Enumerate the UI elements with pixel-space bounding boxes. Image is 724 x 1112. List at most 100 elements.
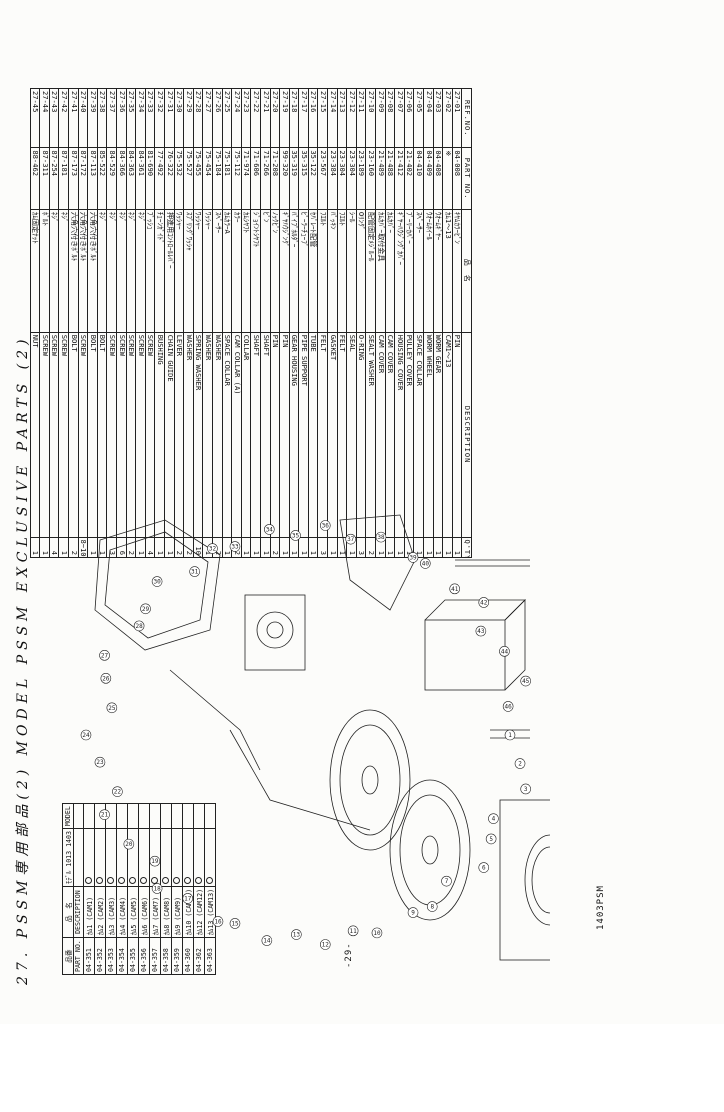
svg-text:44: 44 (501, 648, 509, 655)
svg-text:6: 6 (482, 865, 486, 872)
svg-text:18: 18 (153, 885, 161, 892)
svg-text:45: 45 (522, 678, 530, 685)
cell-ref: 27-31 (164, 88, 175, 148)
cell-part: 71-266 (260, 147, 271, 210)
cell-name: 六角穴付きﾎﾞﾙﾄ (87, 209, 98, 333)
cell-name: ｶﾑｼﾔﾌﾄ (241, 209, 251, 333)
cell-part: 84-361 (135, 147, 146, 210)
cell-description: SCREW (39, 332, 50, 537)
callout-5: 5 (485, 833, 497, 845)
cell-part: 75-532 (174, 147, 184, 210)
cell-ref: 27-10 (365, 88, 376, 148)
svg-text:25: 25 (108, 705, 116, 712)
variant-box-drawing (499, 799, 550, 961)
svg-text:30: 30 (153, 579, 161, 586)
cell-part: 75-112 (231, 147, 242, 210)
callout-14: 14 (261, 935, 273, 946)
pulley-small-drawing (389, 779, 471, 921)
svg-text:34: 34 (266, 526, 274, 533)
cell-ref: 27-11 (356, 88, 366, 148)
cell-name: ﾁｪｰﾝｶﾞｲﾄﾞ (154, 209, 165, 333)
cell-ref: 27-22 (250, 88, 261, 148)
cell-part: 75-181 (222, 147, 232, 210)
cell-part: 77-492 (154, 147, 165, 210)
svg-text:9: 9 (411, 910, 415, 917)
cell-name: ﾊﾟｯｷﾝ (327, 209, 338, 333)
cell-ref: 27-13 (337, 88, 347, 148)
pulley-cover-drawing (339, 514, 416, 611)
cell-part: 75-454 (202, 147, 213, 210)
callout-32: 32 (207, 543, 218, 554)
cell-part: 35-319 (289, 147, 299, 210)
callout-8: 8 (426, 901, 438, 912)
callout-31: 31 (189, 566, 200, 577)
svg-text:39: 39 (409, 554, 417, 561)
cell-name: ｼﾞｮｲﾝﾄｼﾔﾌﾄ (250, 209, 261, 333)
svg-text:19: 19 (151, 858, 159, 865)
cell-ref: 27-04 (423, 88, 434, 148)
svg-text:43: 43 (477, 628, 485, 635)
svg-text:10: 10 (373, 930, 381, 937)
cell-ref: 27-12 (346, 88, 357, 148)
svg-text:12: 12 (322, 942, 330, 949)
cell-name: ｽﾍﾟｰｻｰ (212, 209, 223, 333)
header-part: PART NO. (461, 147, 472, 210)
svg-text:46: 46 (505, 703, 513, 710)
cell-ref: 27-19 (279, 88, 290, 148)
cell-name: ﾜｯｼｬｰ (202, 209, 213, 333)
cell-part: 04-410 (413, 147, 424, 210)
cell-part: 23-189 (356, 147, 366, 210)
cam-cover-drawing (94, 519, 221, 651)
svg-text:22: 22 (114, 789, 122, 796)
svg-text:17: 17 (184, 895, 192, 902)
svg-text:5: 5 (489, 836, 493, 843)
parts-table-rotated: REF.NO. PART NO. 品 名 DESCRIPTION Q'TY 27… (0, 88, 472, 558)
cell-part: 21-412 (394, 147, 405, 210)
cell-part: 81-690 (145, 147, 155, 210)
cell-name: 六角穴付きﾎﾞﾙﾄ (78, 209, 88, 333)
cell-ref: 27-18 (289, 88, 299, 148)
svg-text:32: 32 (209, 546, 217, 553)
cell-part: 87-311 (39, 147, 50, 210)
page-number: -29- (344, 942, 354, 968)
cell-ref: 27-06 (404, 88, 414, 148)
callout-25: 25 (106, 702, 118, 714)
cell-ref: 27-45 (30, 88, 40, 148)
callout-21: 21 (99, 809, 110, 820)
callout-45: 45 (520, 675, 531, 687)
svg-text:21: 21 (101, 812, 109, 819)
callout-4: 4 (488, 813, 499, 824)
callout-13: 13 (291, 929, 302, 940)
cell-ref: 27-01 (452, 88, 462, 148)
cell-part: 76-322 (164, 147, 175, 210)
svg-text:42: 42 (480, 599, 488, 606)
cell-ref: 27-38 (97, 88, 107, 148)
cell-name: ﾎﾞﾙﾄ (39, 209, 50, 333)
svg-text:38: 38 (377, 534, 385, 541)
svg-text:13: 13 (293, 932, 301, 939)
cell-name: ｶﾑ固定ﾅｯﾄ (30, 209, 40, 333)
cell-ref: 27-37 (106, 88, 117, 148)
svg-text:41: 41 (451, 586, 459, 593)
callout-7: 7 (441, 875, 452, 887)
cell-ref: 27-02 (442, 88, 453, 148)
cell-name: ｷﾞﾔﾊｳｼﾞﾝｸﾞ (279, 209, 290, 333)
cell-part: 23-304 (337, 147, 347, 210)
cell-part: 75-455 (193, 147, 203, 210)
cell-name: ﾈｼﾞ (58, 209, 69, 333)
